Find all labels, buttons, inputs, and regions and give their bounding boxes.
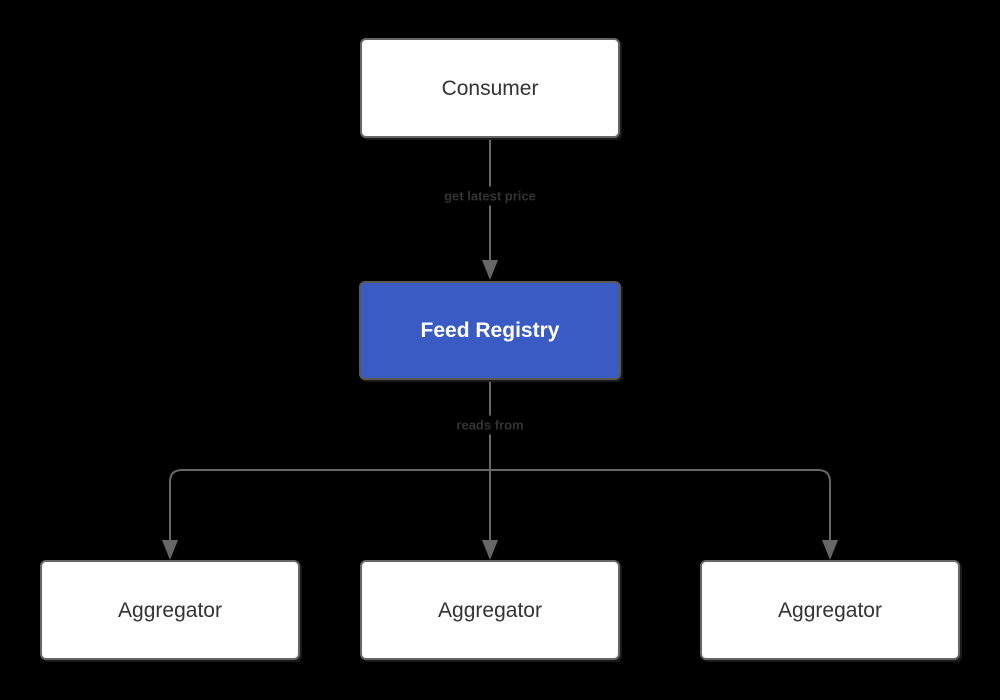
- node-aggregator-left-label: Aggregator: [118, 598, 222, 622]
- node-aggregator-right[interactable]: Aggregator: [700, 560, 960, 660]
- arrowhead-feed-registry: [482, 260, 498, 280]
- node-aggregator-center[interactable]: Aggregator: [360, 560, 620, 660]
- node-consumer[interactable]: Consumer: [360, 38, 620, 138]
- edge-label-get-latest-price: get latest price: [438, 186, 542, 206]
- node-consumer-label: Consumer: [441, 76, 539, 100]
- edge-label-reads-from: reads from: [450, 415, 530, 435]
- arrowhead-aggregator-center: [482, 540, 498, 560]
- node-feed-registry[interactable]: Feed Registry: [359, 281, 621, 380]
- node-aggregator-right-label: Aggregator: [778, 598, 882, 622]
- node-aggregator-left[interactable]: Aggregator: [40, 560, 300, 660]
- arrowhead-aggregator-left: [162, 540, 178, 560]
- node-feed-registry-label: Feed Registry: [420, 319, 560, 342]
- arrowhead-aggregator-right: [822, 540, 838, 560]
- node-aggregator-center-label: Aggregator: [438, 598, 542, 622]
- edge-fork-right: [490, 469, 831, 544]
- edge-fork-left: [169, 469, 490, 544]
